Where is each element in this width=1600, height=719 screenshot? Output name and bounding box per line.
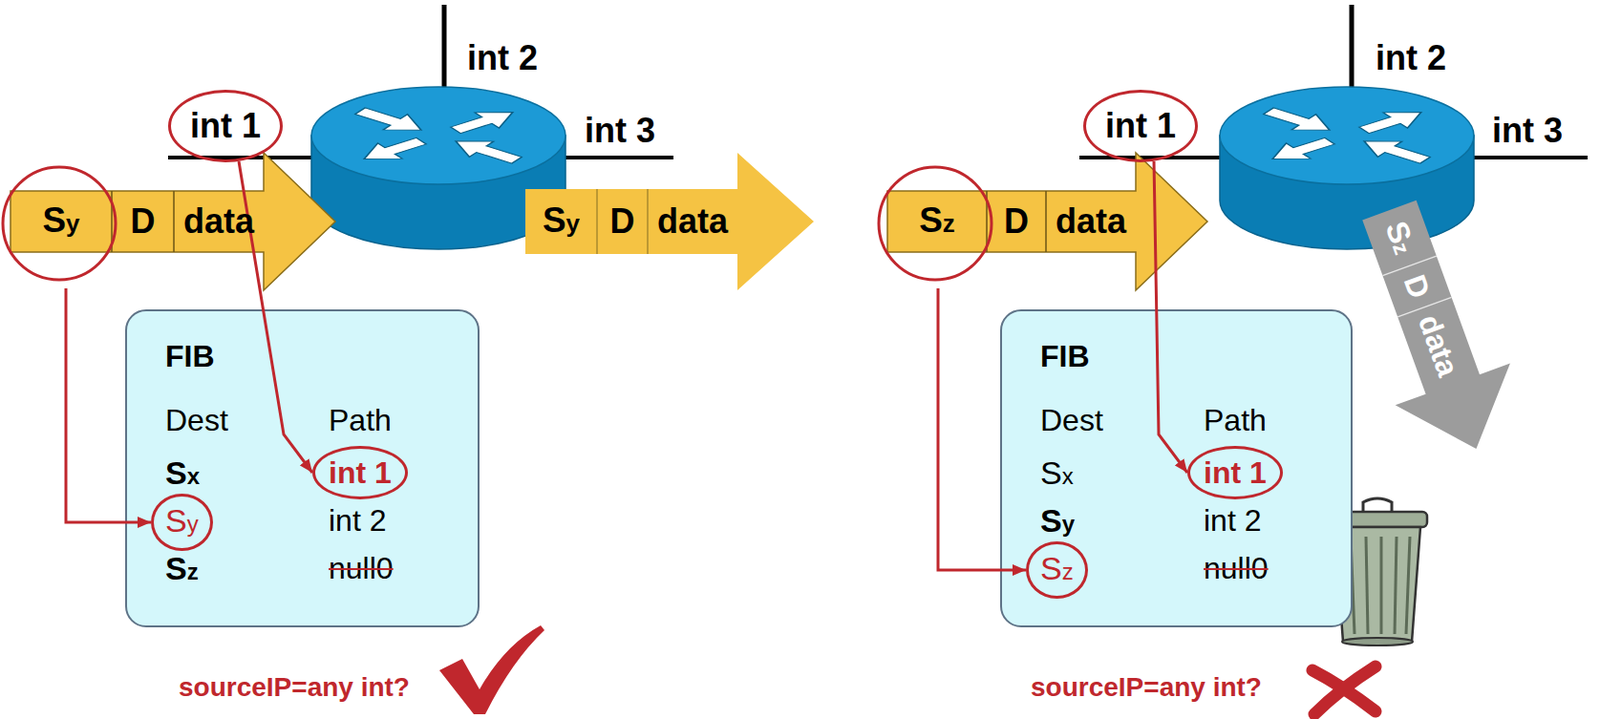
node-text: Sz <box>165 550 199 591</box>
highlight-ring: int 1 <box>1083 89 1198 163</box>
node-text: Sz <box>1040 550 1074 591</box>
field-divider <box>646 189 649 255</box>
text-label: int 3 <box>584 110 656 151</box>
packet-arrow-body <box>10 152 336 291</box>
node-text: null0 <box>328 550 394 587</box>
interface-line <box>168 155 316 160</box>
node-text: Path <box>328 402 392 439</box>
node-text: Sy <box>1040 502 1075 543</box>
node-text: data <box>1045 193 1136 250</box>
node-text: Path <box>1203 402 1267 439</box>
router-symbol <box>1219 86 1474 250</box>
interface-line <box>563 155 674 160</box>
packet-arrow-body <box>887 152 1208 291</box>
text-label: int 2 <box>1375 38 1447 79</box>
field-divider <box>596 189 598 255</box>
node-text: FIB <box>1040 338 1090 375</box>
packet-arrow: SzDdata <box>887 152 1208 291</box>
lookup-arrow <box>938 288 1026 571</box>
node-text: int 1 <box>1203 455 1267 491</box>
packet-arrow-body <box>1331 189 1534 470</box>
highlight-ring: Sz <box>1025 541 1088 599</box>
cross-mark <box>1312 666 1376 715</box>
node-text: data <box>1400 298 1477 393</box>
packet-arrow: SyDdata <box>525 152 814 291</box>
node-text: D <box>597 192 648 252</box>
interface-line <box>442 4 448 92</box>
node-text: null0 <box>1203 550 1269 587</box>
node-text: int 1 <box>328 455 392 491</box>
fib-table: FIB Dest PathSxSy int 2 null0 Sz int 1 <box>1000 309 1353 628</box>
highlight-ring <box>878 167 992 280</box>
interface-line <box>1079 155 1223 160</box>
node-text: int 1 <box>190 106 261 146</box>
highlight-ring <box>2 167 116 280</box>
highlight-ring: int 1 <box>312 446 408 500</box>
interface-line <box>1349 4 1355 92</box>
highlight-ring: int 1 <box>168 89 283 163</box>
node-text: Sz <box>887 192 987 252</box>
node-text: Sx <box>165 454 200 495</box>
node-text: int 1 <box>1105 106 1176 146</box>
field-divider <box>172 191 175 253</box>
packet-arrow: SyDdata <box>10 152 336 291</box>
node-text: Sy <box>525 191 598 254</box>
node-text: Sx <box>1040 454 1074 495</box>
text-label: sourceIP=any int? <box>1030 672 1262 704</box>
text-label: int 3 <box>1492 110 1563 151</box>
node-text: Sy <box>10 192 112 252</box>
node-text: FIB <box>165 338 215 375</box>
lookup-arrow <box>238 161 313 473</box>
lookup-arrow <box>1153 161 1188 473</box>
node-text: Sy <box>165 502 199 543</box>
packet-arrow-body <box>525 152 814 291</box>
node-text: D <box>111 193 174 250</box>
check-mark <box>439 625 545 715</box>
highlight-ring: int 1 <box>1187 446 1283 500</box>
node-text: Dest <box>1040 402 1104 439</box>
packet-arrow: SzDdata <box>1331 189 1534 470</box>
node-text: int 2 <box>1203 502 1261 539</box>
node-text: Dest <box>165 402 229 439</box>
field-divider <box>1045 191 1047 253</box>
lookup-arrow <box>65 288 151 523</box>
node-text: int 2 <box>328 502 386 539</box>
node-text: D <box>986 193 1046 250</box>
text-label: int 2 <box>467 38 538 79</box>
interface-line <box>1471 155 1588 160</box>
node-text: data <box>647 192 738 252</box>
node-text: data <box>173 193 264 250</box>
highlight-ring: Sy <box>150 493 214 552</box>
fib-table: FIB Dest PathSx int 2 Sz null0 Sy int 1 <box>125 309 480 628</box>
text-label: sourceIP=any int? <box>178 672 410 704</box>
